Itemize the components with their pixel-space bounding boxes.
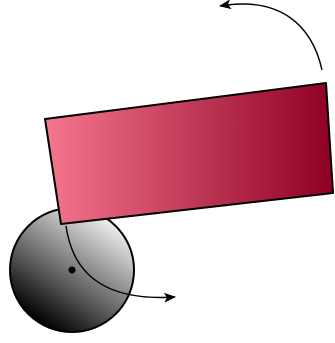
pivot-dot xyxy=(69,267,76,274)
top-curved-arrow xyxy=(220,4,322,70)
plank xyxy=(45,83,333,224)
